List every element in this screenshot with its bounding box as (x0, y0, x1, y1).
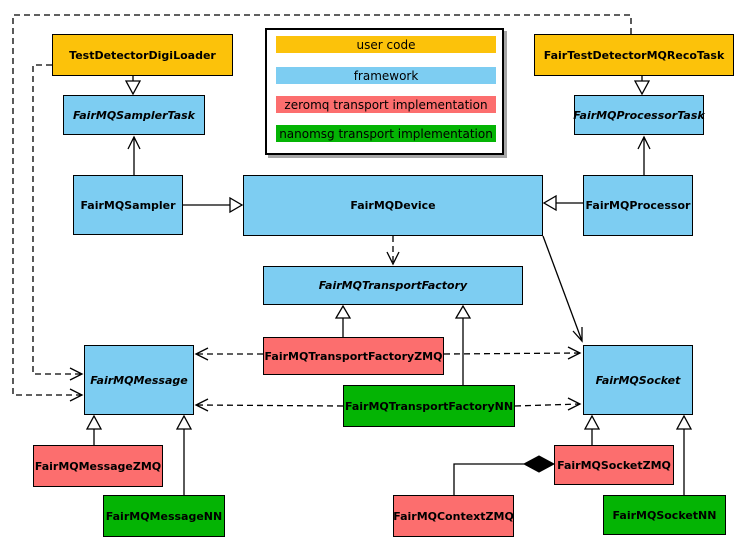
edge-loader-inherits-sampler-task (124, 76, 142, 96)
edge-reco-task-inherits-processor-task (633, 76, 651, 96)
edge-message-nn-inherits-message (175, 414, 193, 495)
legend: user code framework zeromq transport imp… (265, 28, 504, 155)
edge-tf-zmq-depends-message (194, 347, 263, 361)
node-fairmq-sampler-task: FairMQSamplerTask (63, 95, 205, 135)
node-fairmq-transport-factory-nn: FairMQTransportFactoryNN (343, 385, 515, 427)
node-fair-test-detector-mq-reco-task: FairTestDetectorMQRecoTask (534, 34, 734, 76)
edge-device-depends-transport-factory (386, 236, 400, 266)
node-test-detector-digi-loader: TestDetectorDigiLoader (52, 34, 233, 76)
edge-tf-zmq-depends-socket (443, 346, 582, 360)
node-fairmq-transport-factory-zmq: FairMQTransportFactoryZMQ (263, 337, 444, 375)
node-fairmq-processor-task: FairMQProcessorTask (573, 95, 705, 135)
node-fairmq-message-zmq: FairMQMessageZMQ (33, 445, 163, 487)
node-fairmq-socket-nn: FairMQSocketNN (603, 495, 726, 535)
edge-processor-inherits-device (542, 194, 583, 212)
edge-sampler-uses-sampler-task (127, 135, 141, 175)
edge-tf-zmq-inherits-transport-factory (334, 304, 352, 337)
edge-tf-nn-depends-socket (514, 397, 582, 411)
edge-device-uses-socket (542, 235, 583, 343)
legend-item-nanomsg: nanomsg transport implementation (276, 125, 496, 142)
node-fairmq-processor: FairMQProcessor (583, 175, 693, 236)
node-fairmq-device: FairMQDevice (243, 175, 543, 236)
edge-tf-nn-depends-message (194, 398, 344, 412)
node-fairmq-transport-factory: FairMQTransportFactory (263, 266, 523, 305)
node-fairmq-context-zmq: FairMQContextZMQ (393, 495, 514, 537)
legend-item-framework: framework (276, 67, 496, 84)
legend-item-zeromq: zeromq transport implementation (276, 96, 496, 113)
edge-message-zmq-inherits-message (85, 414, 103, 445)
edge-sampler-inherits-device (183, 196, 244, 214)
edge-socket-zmq-inherits-socket (583, 414, 601, 445)
node-fairmq-sampler: FairMQSampler (73, 175, 183, 235)
node-fairmq-socket-zmq: FairMQSocketZMQ (554, 445, 674, 485)
legend-item-user-code: user code (276, 36, 496, 53)
edge-tf-nn-inherits-transport-factory (454, 304, 472, 385)
edge-socket-nn-inherits-socket (675, 414, 693, 495)
edge-processor-uses-processor-task (637, 135, 651, 175)
edge-socket-zmq-owns-context-zmq (453, 455, 556, 495)
node-fairmq-message-nn: FairMQMessageNN (103, 495, 225, 537)
node-fairmq-socket: FairMQSocket (583, 345, 693, 415)
node-fairmq-message: FairMQMessage (84, 345, 194, 415)
